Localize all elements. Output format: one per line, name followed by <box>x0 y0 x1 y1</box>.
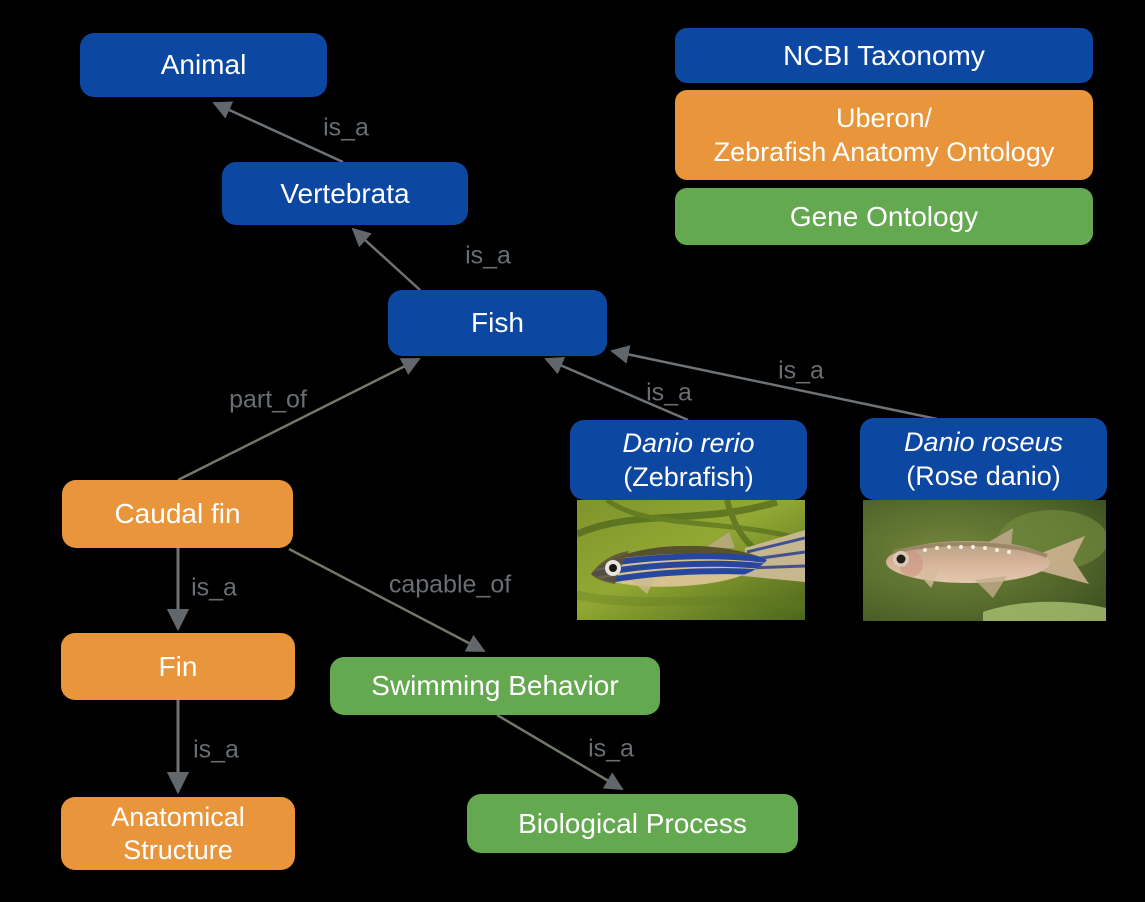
rose-danio-background-light-band <box>983 601 1106 621</box>
legend-uberon-line1: Uberon/ <box>835 103 933 133</box>
node-anatomical-structure: Anatomical Structure <box>61 797 295 870</box>
node-vertebrata: Vertebrata <box>222 162 468 225</box>
danio-roseus-common-name: (Rose danio) <box>906 461 1061 491</box>
edge-label-partof-caudalfin-fish: part_of <box>229 385 307 414</box>
edge-caudalfin-swimming <box>288 547 486 653</box>
rose-danio-back-line <box>892 542 1048 558</box>
edge-swimming-biological <box>496 713 624 791</box>
legend-gene-ontology: Gene Ontology <box>675 188 1093 245</box>
zebrafish-dorsal-fin <box>705 532 735 548</box>
edge-label-isa-caudalfin-fin: is_a <box>191 573 237 602</box>
node-fish: Fish <box>388 290 607 356</box>
node-danio-roseus: Danio roseus (Rose danio) <box>860 418 1107 500</box>
rose-danio-tail-fin <box>1037 536 1089 584</box>
danio-rerio-species-name: Danio rerio <box>622 428 755 458</box>
rose-danio-anal-fin <box>975 576 1007 598</box>
edge-label-isa-fin-anatomical: is_a <box>193 735 239 764</box>
edge-danioroseus-fish <box>610 345 938 421</box>
legend-ncbi-taxonomy: NCBI Taxonomy <box>675 28 1093 83</box>
edge-fish-vertebrata <box>351 227 421 291</box>
node-fin: Fin <box>61 633 295 700</box>
edge-label-isa-swimming-biological: is_a <box>588 734 634 763</box>
anatomical-structure-line1: Anatomical <box>111 801 245 832</box>
rose-danio-pectoral-fin <box>919 570 939 588</box>
danio-roseus-species-name: Danio roseus <box>903 427 1064 457</box>
node-animal: Animal <box>80 33 327 97</box>
edge-label-isa-vertebrata-animal: is_a <box>323 113 369 142</box>
rose-danio-eye <box>896 554 906 564</box>
edge-caudalfin-fish <box>177 357 421 482</box>
edge-daniorerio-fish <box>544 357 689 422</box>
edge-label-isa-fish-vertebrata: is_a <box>465 241 511 270</box>
zebrafish-photo <box>577 500 805 620</box>
legend-uberon-zebrafish-anatomy: Uberon/ Zebrafish Anatomy Ontology <box>675 90 1093 180</box>
edge-label-capableof-caudalfin-swimming: capable_of <box>388 570 512 599</box>
node-caudal-fin: Caudal fin <box>62 480 293 548</box>
edge-label-isa-danioroseus-fish: is_a <box>778 356 824 385</box>
node-biological-process: Biological Process <box>467 794 798 853</box>
rose-danio-photo <box>863 500 1106 621</box>
edge-vertebrata-animal <box>212 101 344 164</box>
danio-rerio-common-name: (Zebrafish) <box>623 462 754 492</box>
edge-label-isa-daniorerio-fish: is_a <box>646 378 692 407</box>
zebrafish-pectoral-fin <box>631 578 655 594</box>
node-swimming-behavior: Swimming Behavior <box>330 657 660 715</box>
zebrafish-pupil <box>609 564 617 572</box>
node-danio-rerio: Danio rerio (Zebrafish) <box>570 420 807 500</box>
legend-uberon-line2: Zebrafish Anatomy Ontology <box>713 137 1055 167</box>
rose-danio-pearl-spots <box>923 545 1011 554</box>
anatomical-structure-line2: Structure <box>123 834 233 865</box>
